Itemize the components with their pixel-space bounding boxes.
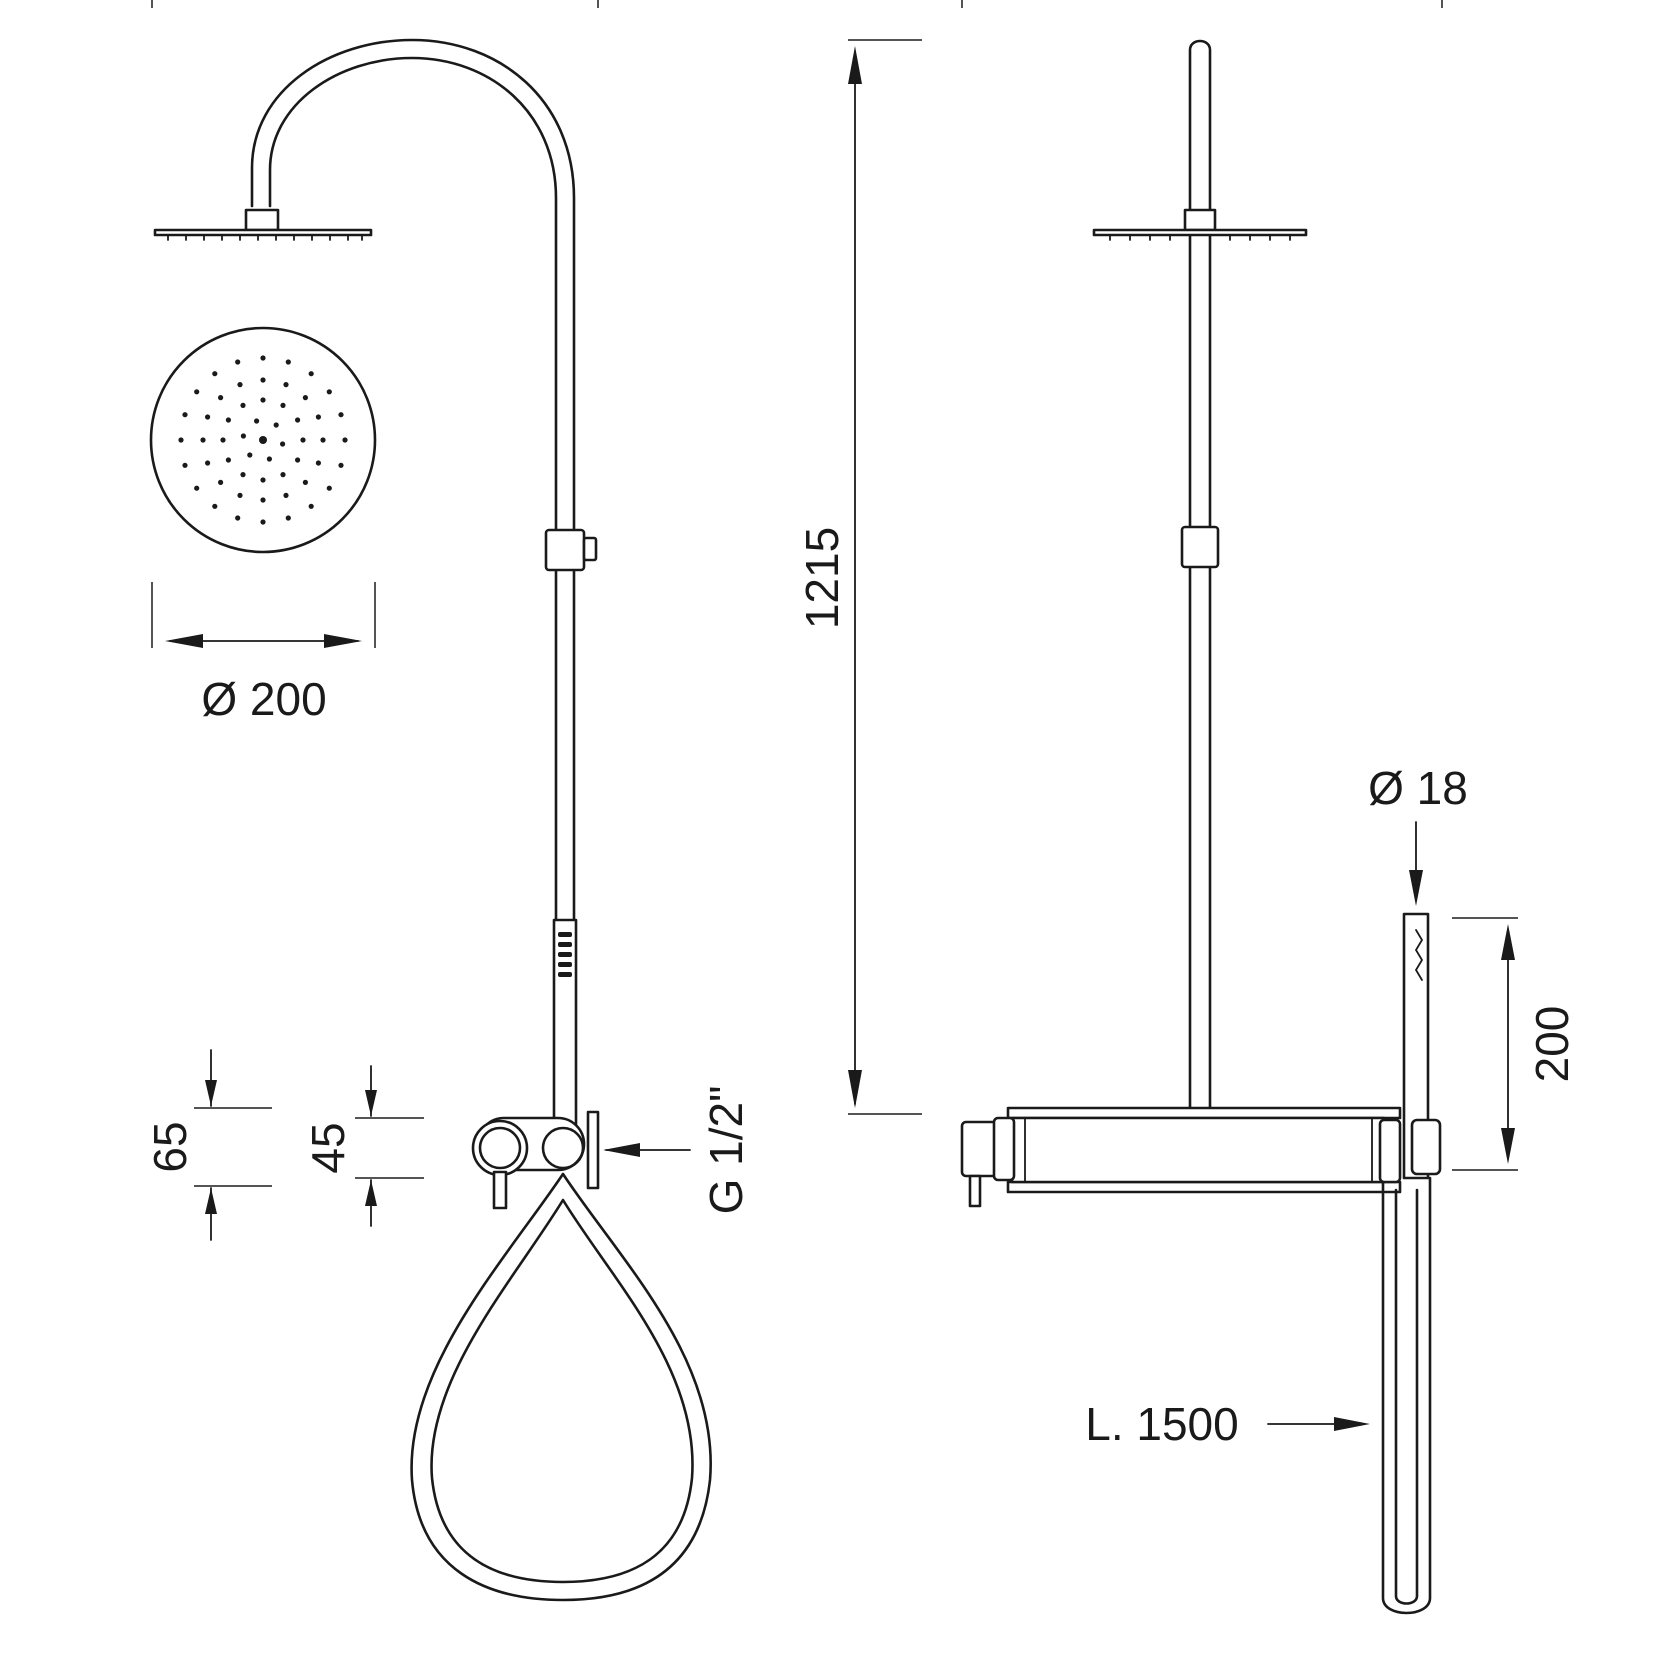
nozzle-dot (225, 457, 231, 463)
nozzle-dot (295, 417, 301, 423)
nozzle-dot (326, 485, 332, 491)
side-slider (1180, 525, 1220, 569)
side-mixer-body (960, 1106, 1402, 1208)
nozzle-dot (260, 397, 266, 403)
side-shower-head (1092, 228, 1308, 237)
nozzle-dot (237, 382, 243, 388)
nozzle-dot (338, 462, 344, 468)
side-hand-shower (1381, 912, 1442, 1615)
nozzle-dot (194, 485, 200, 491)
spout-height-label: 45 (302, 1122, 354, 1173)
mixer-lever (492, 1170, 508, 1210)
hose-loop-outer (410, 1172, 712, 1602)
hand-shower-diameter-label: Ø 18 (1368, 762, 1468, 814)
inlet-thread-label: G 1/2" (700, 1086, 752, 1215)
nozzle-dot (273, 422, 279, 428)
side-hose (1381, 1176, 1432, 1615)
dimension-column-height: 1215 (796, 39, 922, 1115)
nozzle-dot-pattern (178, 355, 348, 525)
hand-shower-length-label: 200 (1526, 1006, 1578, 1083)
column-height-label: 1215 (796, 527, 848, 629)
nozzle-dot (285, 515, 291, 521)
nozzle-dot (308, 371, 314, 377)
nozzle-dot (266, 456, 272, 462)
hose-length-label: L. 1500 (1085, 1398, 1238, 1450)
nozzle-dot (194, 389, 200, 395)
nozzle-dot (302, 395, 308, 401)
nozzle-dot (280, 472, 286, 478)
handle-height-label: 65 (144, 1121, 196, 1172)
gooseneck-arm (250, 38, 576, 537)
nozzle-dot (235, 359, 241, 365)
nozzle-dot (260, 355, 266, 361)
hand-shower-holder (1410, 1118, 1442, 1176)
dimension-hand-shower-diameter: Ø 18 (1368, 762, 1468, 906)
nozzle-dot (235, 515, 241, 521)
side-lever (968, 1174, 982, 1208)
dimension-head-diameter: Ø 200 (151, 582, 376, 725)
top-frame-ticks (151, 0, 1443, 8)
nozzle-dot (182, 462, 188, 468)
hand-shower-spray-dots (558, 932, 572, 977)
dimension-spout-height: 45 (302, 1065, 424, 1227)
nozzle-dot (260, 519, 266, 525)
shower-head-connector (244, 208, 280, 232)
nozzle-dot (260, 477, 266, 483)
nozzle-dot (240, 433, 246, 439)
nozzle-dot (315, 460, 321, 466)
nozzle-dot (326, 389, 332, 395)
nozzle-dot (300, 437, 306, 443)
nozzle-dot (259, 436, 267, 444)
slider-bracket (544, 528, 586, 572)
nozzle-dot (338, 412, 344, 418)
shower-head-nozzles (167, 234, 363, 241)
dimension-hand-shower-length: 200 (1452, 917, 1578, 1171)
hose-loop-inner (430, 1198, 694, 1584)
nozzle-dot (320, 437, 326, 443)
nozzle-dot (212, 371, 218, 377)
dimension-inlet-thread: G 1/2" (603, 1086, 752, 1215)
dimension-hose-length: L. 1500 (1085, 1398, 1370, 1450)
nozzle-dot (295, 457, 301, 463)
nozzle-dot (178, 437, 184, 443)
inlet-flange (586, 1110, 600, 1190)
nozzle-dot (212, 503, 218, 509)
nozzle-dot (315, 414, 321, 420)
nozzle-dot (240, 472, 246, 478)
nozzle-dot (283, 492, 289, 498)
nozzle-dot (342, 437, 348, 443)
side-column (1188, 39, 1212, 1112)
nozzle-dot (240, 402, 246, 408)
dimension-handle-height: 65 (144, 1049, 272, 1241)
nozzle-dot (182, 412, 188, 418)
side-view (960, 39, 1442, 1615)
nozzle-dot (200, 437, 206, 443)
nozzle-dot (237, 492, 243, 498)
nozzle-dot (218, 479, 224, 485)
nozzle-dot (247, 452, 253, 458)
nozzle-dot (254, 418, 260, 424)
nozzle-dot (280, 402, 286, 408)
nozzle-dot (302, 479, 308, 485)
front-view (153, 38, 712, 1602)
shower-head-profile (153, 228, 373, 237)
nozzle-dot (280, 441, 286, 447)
nozzle-dot (225, 417, 231, 423)
nozzle-dot (308, 503, 314, 509)
shower-head-face (149, 326, 377, 554)
nozzle-dot (283, 382, 289, 388)
nozzle-dot (260, 377, 266, 383)
nozzle-dot (205, 414, 211, 420)
nozzle-dot (260, 497, 266, 503)
nozzle-dot (218, 395, 224, 401)
head-diameter-label: Ø 200 (201, 673, 326, 725)
mixer-front (471, 1110, 600, 1210)
nozzle-dot (205, 460, 211, 466)
nozzle-dot (285, 359, 291, 365)
nozzle-dot (220, 437, 226, 443)
